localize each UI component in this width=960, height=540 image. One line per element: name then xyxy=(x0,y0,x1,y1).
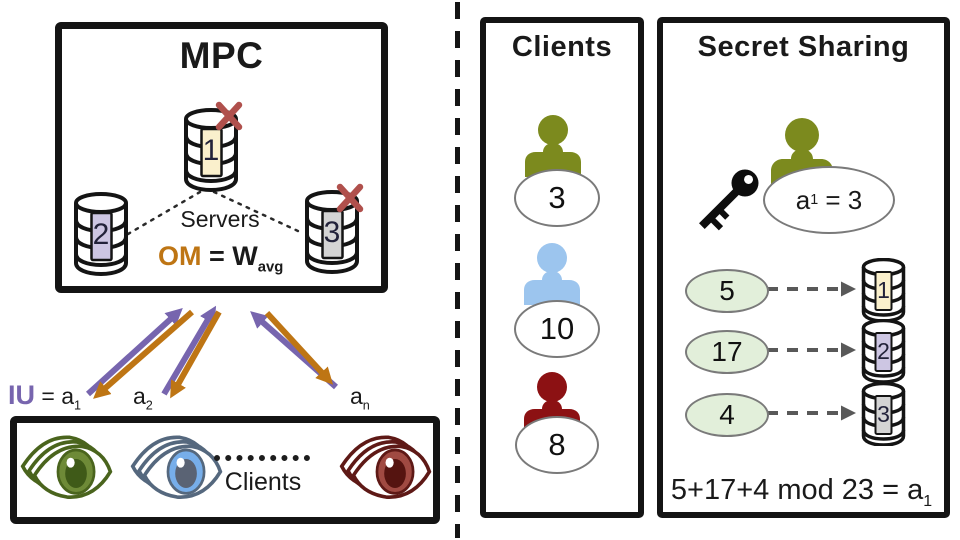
om-equals: = W xyxy=(209,241,258,271)
input-a2-label: a2 xyxy=(133,383,153,413)
share-value-bubble: 17 xyxy=(685,330,769,374)
server-number: 3 xyxy=(877,401,890,427)
key-icon xyxy=(699,169,759,231)
server-2: 2 xyxy=(72,192,130,276)
server-label-plate xyxy=(200,127,223,178)
clients-panel: Clients 3 10 xyxy=(480,17,644,518)
iu-equation: IU = a1 xyxy=(8,380,82,413)
download-arrow-1 xyxy=(93,309,194,399)
database-icon xyxy=(861,382,906,446)
server-label-plate xyxy=(90,211,113,262)
upload-arrow-1 xyxy=(85,308,183,397)
server-label-plate xyxy=(874,395,893,435)
share-server-3: 3 xyxy=(860,382,907,446)
upload-arrow-3 xyxy=(250,311,338,390)
server-3: 3 xyxy=(303,183,364,274)
share-arrows xyxy=(767,281,856,421)
mpc-box: MPC 1 xyxy=(55,22,388,293)
share-value-bubble: 5 xyxy=(685,269,769,313)
server-number: 2 xyxy=(92,218,110,251)
reconstruction-formula: 5+17+4 mod 23 = a1 xyxy=(670,474,933,511)
section-divider xyxy=(455,2,460,538)
server-number: 1 xyxy=(202,134,220,167)
mpc-title: MPC xyxy=(179,35,264,76)
client-eye-red-icon xyxy=(339,435,432,499)
clients-eye-box: Clients xyxy=(10,416,440,524)
servers-label: Servers xyxy=(180,206,260,232)
share-server-1: 1 xyxy=(860,258,907,322)
iu-equals: = a xyxy=(41,383,75,409)
server-links-dotted xyxy=(126,190,300,236)
ellipsis-dots xyxy=(214,455,310,461)
server-label-plate xyxy=(874,271,893,311)
server-number: 3 xyxy=(323,216,341,249)
failure-cross-icon xyxy=(336,183,364,213)
download-arrow-2 xyxy=(170,310,222,399)
failure-cross-icon xyxy=(215,101,243,131)
database-icon xyxy=(74,192,128,276)
client-person-blue-icon xyxy=(524,243,580,305)
share-value-bubble: 4 xyxy=(685,393,769,437)
server-label-plate xyxy=(321,209,344,260)
client-value-bubble: 8 xyxy=(515,416,599,474)
om-equation: OM = Wavg xyxy=(158,241,284,276)
om-abbrev: OM xyxy=(158,241,202,271)
client-value-bubble: 3 xyxy=(514,169,600,227)
server-number: 1 xyxy=(877,277,890,303)
secret-sharing-title: Secret Sharing xyxy=(697,31,910,63)
iu-abbrev: IU xyxy=(8,380,35,410)
server-number: 2 xyxy=(877,338,890,364)
clients-panel-title: Clients xyxy=(511,31,613,63)
client-eye-green-icon xyxy=(20,435,113,499)
server-label-plate xyxy=(874,332,893,372)
clients-box-label: Clients xyxy=(224,468,302,496)
client-value-bubble: 10 xyxy=(514,300,600,358)
download-arrow-3 xyxy=(264,310,334,385)
input-an-label: an xyxy=(350,383,370,413)
client-eye-blue-icon xyxy=(130,435,223,499)
client-person-green-icon xyxy=(525,115,581,177)
server-1: 1 xyxy=(182,101,243,192)
database-icon xyxy=(861,258,906,322)
